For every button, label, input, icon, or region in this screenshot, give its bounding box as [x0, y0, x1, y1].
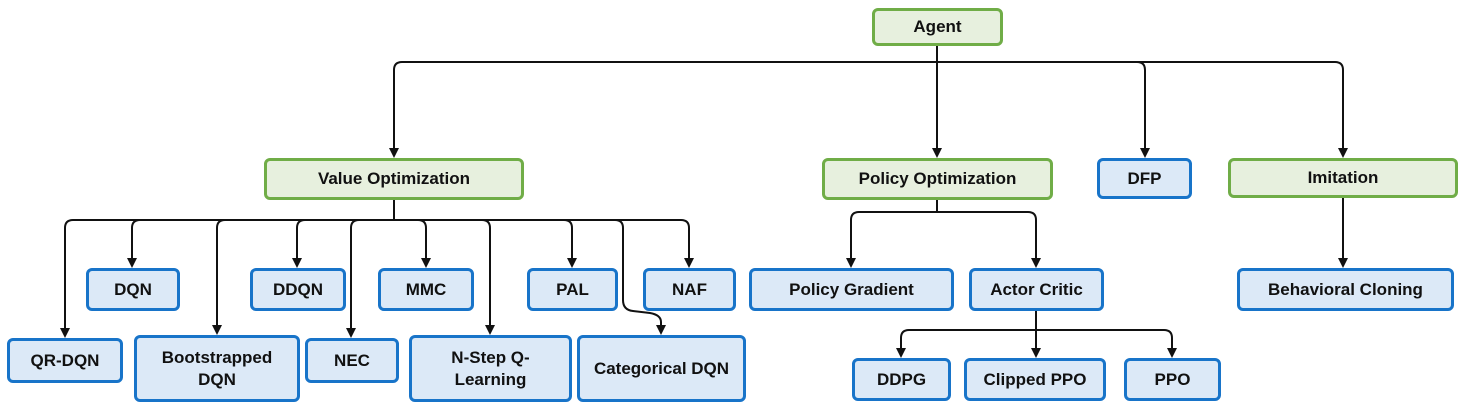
- node-ddqn: DDQN: [250, 268, 346, 311]
- node-ppo: PPO: [1124, 358, 1221, 401]
- node-naf: NAF: [643, 268, 736, 311]
- node-agent: Agent: [872, 8, 1003, 46]
- node-qr-dqn: QR-DQN: [7, 338, 123, 383]
- node-actor-critic: Actor Critic: [969, 268, 1104, 311]
- node-imitation: Imitation: [1228, 158, 1458, 198]
- node-nec: NEC: [305, 338, 399, 383]
- node-bootstrapped-dqn: Bootstrapped DQN: [134, 335, 300, 402]
- node-mmc: MMC: [378, 268, 474, 311]
- node-dfp: DFP: [1097, 158, 1192, 199]
- node-ddpg: DDPG: [852, 358, 951, 401]
- node-policy-gradient: Policy Gradient: [749, 268, 954, 311]
- node-clipped-ppo: Clipped PPO: [964, 358, 1106, 401]
- node-policy-optimization: Policy Optimization: [822, 158, 1053, 200]
- node-pal: PAL: [527, 268, 618, 311]
- node-behavioral-cloning: Behavioral Cloning: [1237, 268, 1454, 311]
- node-categorical-dqn: Categorical DQN: [577, 335, 746, 402]
- node-value-optimization: Value Optimization: [264, 158, 524, 200]
- node-n-step-q-learning: N-Step Q-Learning: [409, 335, 572, 402]
- node-dqn: DQN: [86, 268, 180, 311]
